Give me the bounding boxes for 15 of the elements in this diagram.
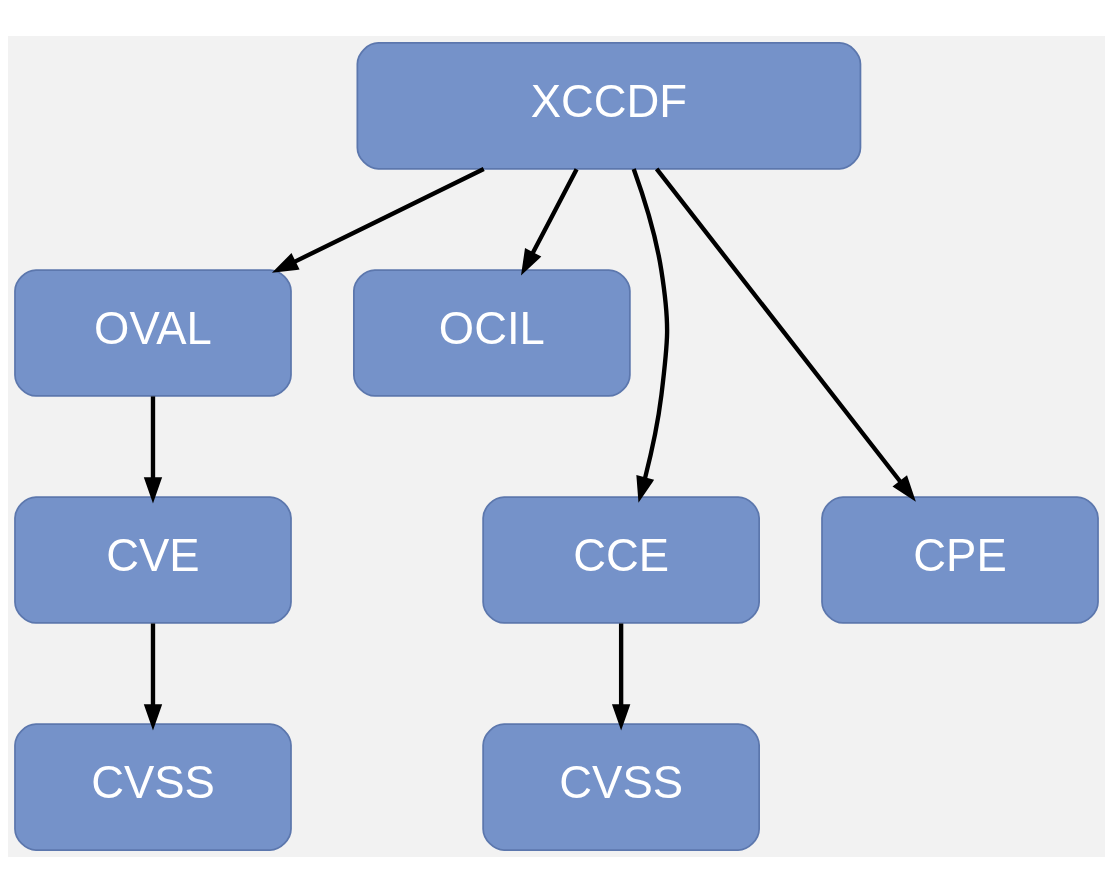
node-box: CVSS	[482, 722, 760, 851]
arrow	[143, 395, 163, 503]
node-box: OVAL	[14, 268, 292, 397]
arrow	[143, 623, 163, 730]
arrow	[631, 167, 670, 503]
node-box: CVSS	[14, 722, 292, 851]
arrow	[521, 167, 579, 276]
arrow	[271, 166, 485, 273]
node-box: CCE	[482, 495, 760, 624]
node-box: CPE	[821, 495, 1099, 624]
arrow	[611, 623, 631, 730]
node-box: CVE	[14, 495, 292, 624]
arrow	[654, 167, 916, 502]
node-box: XCCDF	[356, 41, 862, 170]
node-box: OCIL	[353, 268, 631, 397]
